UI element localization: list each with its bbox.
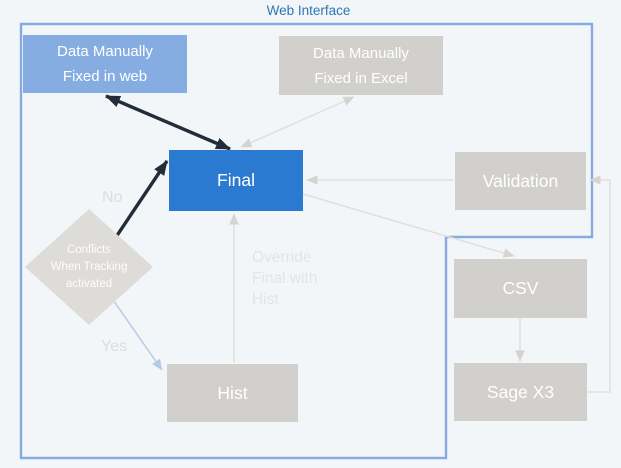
node-sage-x3: Sage X3 bbox=[454, 363, 587, 421]
edge-label-no: No bbox=[102, 189, 123, 206]
edge-final-to-csv bbox=[302, 193, 515, 258]
node-final: Final bbox=[169, 150, 303, 211]
edge-label-line: Override bbox=[252, 249, 312, 266]
edge-label-override-final-with-hist: Override Final with Hist bbox=[252, 247, 317, 310]
web-interface-container-label: Web Interface bbox=[266, 3, 351, 18]
edge-sage-to-validation bbox=[587, 175, 611, 393]
edge-label-line: Hist bbox=[252, 291, 279, 308]
node-label: Sage X3 bbox=[486, 381, 555, 402]
web-interface-border bbox=[19, 22, 594, 460]
node-data-manually-fixed-in-excel: Data Manually Fixed in Excel bbox=[279, 36, 443, 95]
node-label: Validation bbox=[482, 170, 559, 191]
node-label: Final bbox=[217, 170, 255, 190]
node-label: CSV bbox=[502, 278, 539, 298]
edge-label-yes: Yes bbox=[101, 338, 128, 355]
node-label-line: activated bbox=[65, 277, 113, 290]
node-label-line: Data Manually bbox=[57, 43, 153, 60]
node-label-line: Fixed in Excel bbox=[314, 69, 408, 87]
node-label: Hist bbox=[217, 382, 248, 403]
edge-conflicts-to-hist-yes bbox=[110, 296, 163, 371]
node-label-line: Data Manually bbox=[313, 44, 409, 62]
node-csv: CSV bbox=[454, 259, 587, 318]
node-label-line: When Tracking bbox=[50, 260, 128, 273]
edge-label-line: Final with bbox=[252, 270, 318, 287]
edge-conflicts-to-final-no bbox=[114, 160, 169, 238]
node-label-line: Fixed in web bbox=[62, 68, 148, 85]
edge-excel-fix-final bbox=[240, 96, 355, 148]
node-validation: Validation bbox=[455, 152, 586, 210]
node-label-line: Conflicts bbox=[66, 243, 112, 256]
node-data-manually-fixed-in-web: Data Manually Fixed in web bbox=[23, 35, 187, 93]
node-hist: Hist bbox=[167, 364, 298, 422]
edge-web-fix-final bbox=[105, 94, 231, 151]
